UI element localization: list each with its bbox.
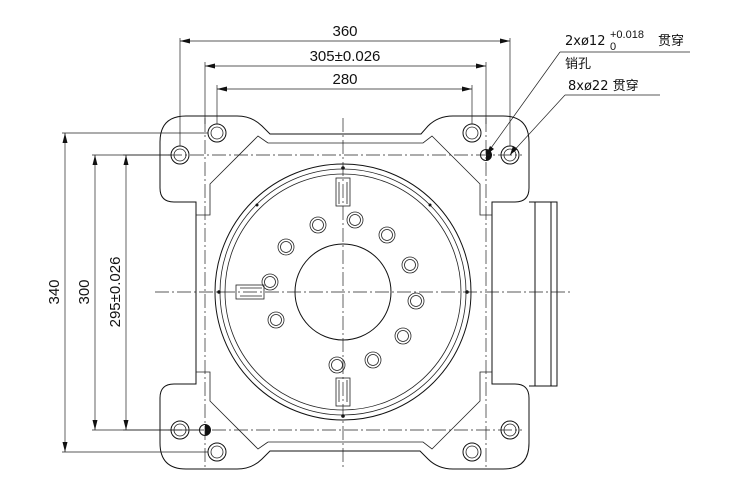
- callout-leaders: [485, 51, 690, 156]
- dim-left-overall: 340: [46, 279, 63, 304]
- pin-holes: [199, 149, 492, 436]
- base-plate-outline: [159, 115, 530, 470]
- dim-left-hole-spacing: 300: [76, 279, 93, 304]
- dim-top-pin-spacing: 305±0.026: [310, 48, 381, 65]
- keyway-slots: [235, 177, 351, 407]
- left-dimension-lines: [62, 132, 208, 453]
- dim-top-hole-spacing: 280: [332, 71, 357, 88]
- dim-top-overall: 360: [332, 23, 357, 40]
- center-lines: [155, 118, 570, 470]
- right-side-boss: [529, 201, 558, 387]
- top-dimension-lines: [179, 38, 511, 146]
- callout-pin-hole-tol-upper: +0.018: [610, 29, 644, 41]
- callout-pin-hole-name: 销孔: [565, 57, 591, 72]
- callout-pin-hole-tol-lower: 0: [610, 41, 616, 53]
- base-plate-inner-step: [196, 135, 492, 450]
- callout-pin-hole-prefix: 2xø12: [565, 34, 605, 49]
- callout-pin-hole-suffix: 贯穿: [658, 33, 684, 49]
- table-bolt-holes: [261, 211, 425, 374]
- dim-left-pin-spacing: 295±0.026: [107, 257, 124, 328]
- callout-through-hole: 8xø22 贯穿: [568, 78, 639, 94]
